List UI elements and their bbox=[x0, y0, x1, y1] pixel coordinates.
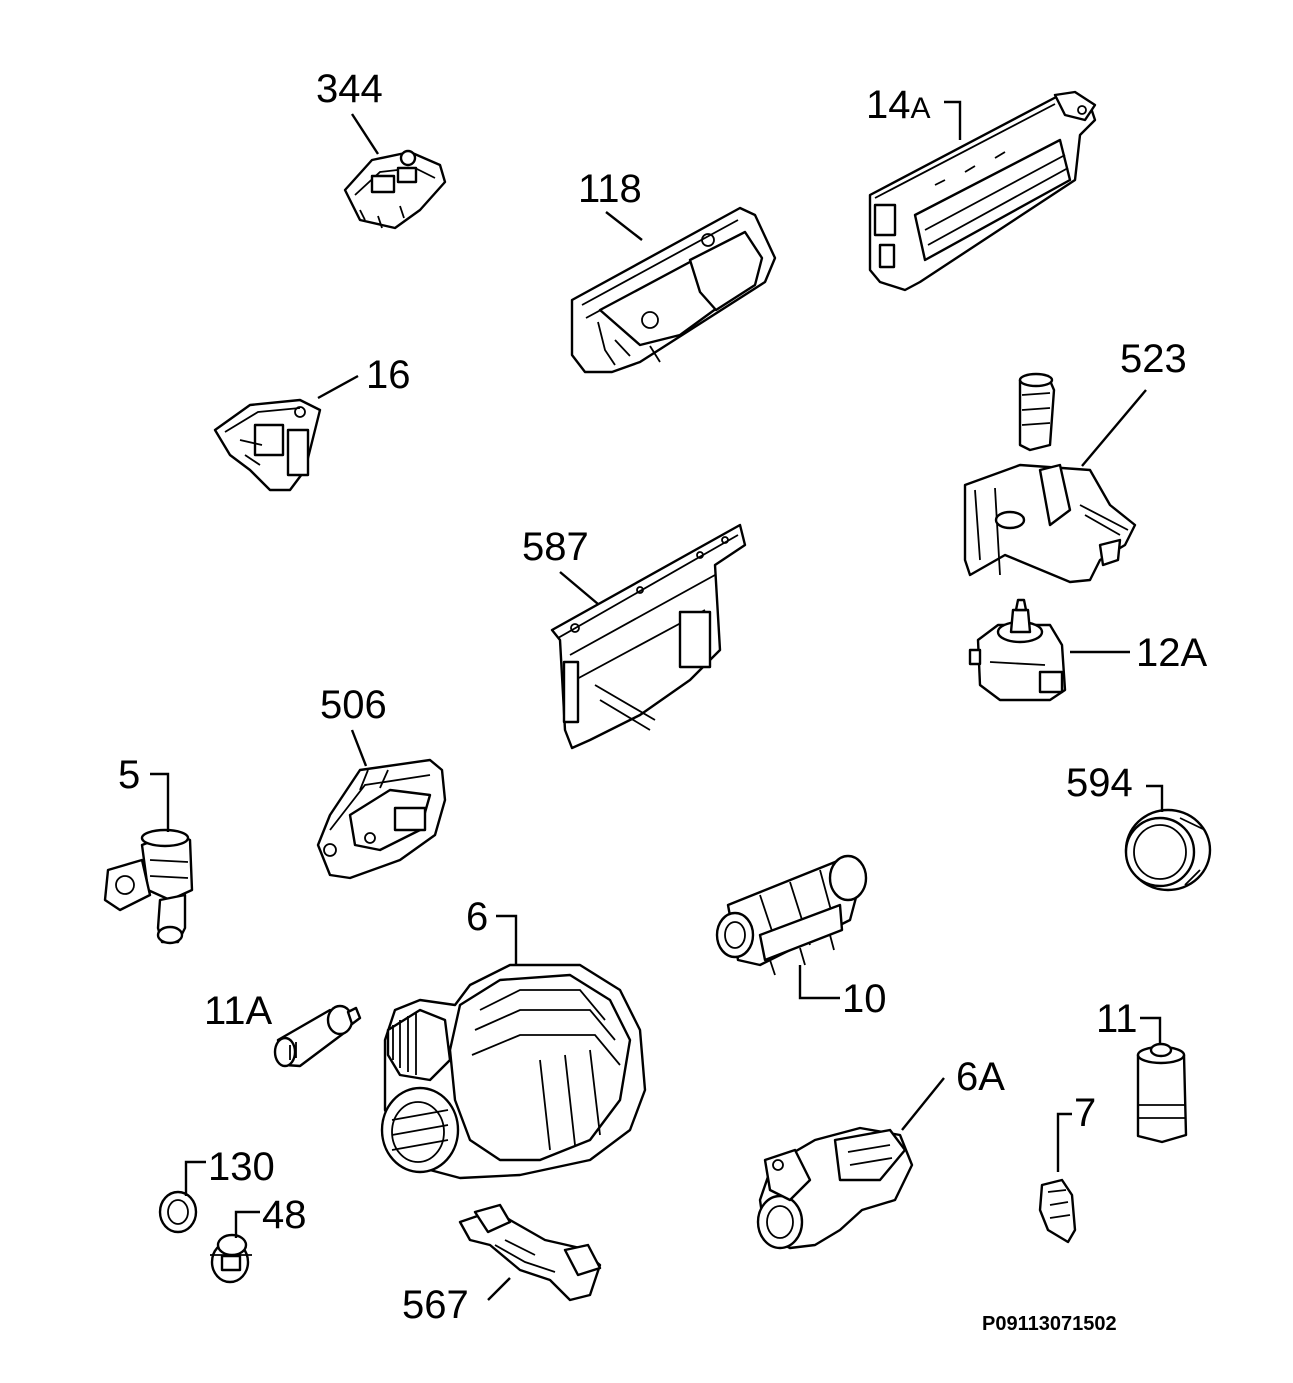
label-130: 130 bbox=[208, 1145, 275, 1189]
label-11: 11 bbox=[1096, 997, 1138, 1041]
part-5-drawing bbox=[103, 828, 194, 945]
leader-6 bbox=[496, 914, 518, 966]
leader-344 bbox=[350, 113, 380, 155]
leader-523 bbox=[1081, 389, 1147, 467]
part-48-drawing bbox=[210, 1233, 252, 1284]
leader-6a bbox=[901, 1077, 945, 1131]
label-523: 523 bbox=[1120, 337, 1187, 381]
label-12a: 12A bbox=[1136, 631, 1207, 675]
label-48: 48 bbox=[262, 1193, 307, 1237]
part-14a-drawing bbox=[868, 90, 1097, 292]
label-567: 567 bbox=[402, 1283, 469, 1327]
part-567-drawing bbox=[458, 1203, 602, 1302]
leader-48 bbox=[234, 1210, 260, 1238]
leader-130 bbox=[184, 1160, 206, 1196]
leader-587 bbox=[559, 571, 599, 605]
label-6a: 6A bbox=[956, 1055, 1005, 1099]
part-523-drawing bbox=[963, 372, 1137, 584]
label-506: 506 bbox=[320, 683, 387, 727]
label-14a: 14A bbox=[866, 83, 931, 127]
part-11a-drawing bbox=[273, 1004, 362, 1068]
leader-594 bbox=[1146, 784, 1164, 812]
leader-567 bbox=[487, 1277, 511, 1301]
part-6-drawing bbox=[380, 963, 647, 1180]
part-118-drawing bbox=[570, 206, 777, 374]
label-118: 118 bbox=[578, 167, 642, 211]
label-344: 344 bbox=[316, 67, 383, 111]
document-id: P09113071502 bbox=[982, 1313, 1117, 1335]
part-6a-drawing bbox=[756, 1126, 914, 1250]
part-130-drawing bbox=[158, 1190, 198, 1234]
leader-7 bbox=[1056, 1112, 1072, 1172]
part-587-drawing bbox=[550, 523, 747, 750]
leader-506 bbox=[350, 729, 368, 767]
part-594-drawing bbox=[1124, 808, 1212, 892]
part-7-drawing bbox=[1038, 1178, 1077, 1244]
part-344-drawing bbox=[343, 149, 447, 230]
label-7: 7 bbox=[1074, 1091, 1096, 1135]
leader-14a bbox=[944, 100, 962, 140]
label-594: 594 bbox=[1066, 761, 1133, 805]
leader-118 bbox=[605, 211, 643, 241]
part-506-drawing bbox=[316, 758, 447, 880]
part-16-drawing bbox=[213, 398, 322, 492]
part-11-drawing bbox=[1136, 1042, 1188, 1144]
label-11a: 11A bbox=[204, 989, 273, 1033]
label-587: 587 bbox=[522, 525, 589, 569]
part-10-drawing bbox=[715, 854, 868, 976]
leader-11 bbox=[1140, 1016, 1162, 1044]
leader-16 bbox=[317, 374, 359, 400]
label-5: 5 bbox=[118, 753, 140, 797]
leader-10 bbox=[798, 965, 840, 1000]
leader-5 bbox=[150, 772, 170, 832]
part-12a-drawing bbox=[968, 598, 1067, 702]
label-16: 16 bbox=[366, 353, 411, 397]
label-6: 6 bbox=[466, 895, 488, 939]
label-10: 10 bbox=[842, 977, 887, 1021]
